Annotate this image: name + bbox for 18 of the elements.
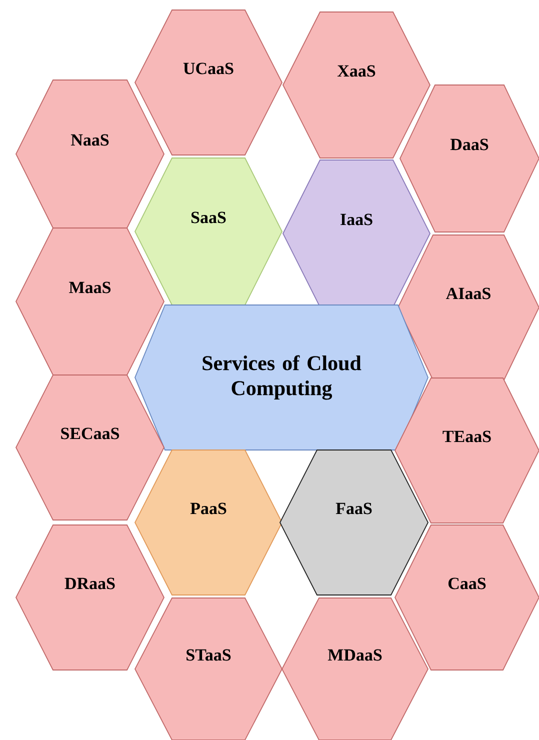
hexagon-tile: MDaaS — [282, 598, 428, 740]
hexagon-tile: SECaaS — [16, 374, 164, 520]
hexagon-tile: SaaS — [134, 158, 282, 306]
hexagon-tile: UCaaS — [134, 10, 282, 156]
hexagon-tile: NaaS — [16, 80, 164, 228]
hexagon-tile: Services of Cloud Computing — [134, 304, 428, 450]
hexagon-tile: STaaS — [134, 598, 282, 740]
hexagon-tile: XaaS — [282, 12, 430, 158]
hexagon-tile: CaaS — [394, 524, 539, 670]
hexagon-tile: TEaaS — [394, 378, 539, 524]
hexagon-tile: DaaS — [400, 84, 539, 232]
hexagon-tile: MaaS — [16, 228, 164, 376]
node-label: AIaaS — [446, 288, 490, 300]
hexagon-tile: DRaaS — [16, 524, 164, 670]
hexagon-tile: AIaaS — [398, 234, 539, 380]
hexagon-tile: IaaS — [282, 160, 430, 308]
hexagon-tile: FaaS — [280, 450, 428, 596]
hexagon-tile: PaaS — [134, 450, 282, 596]
